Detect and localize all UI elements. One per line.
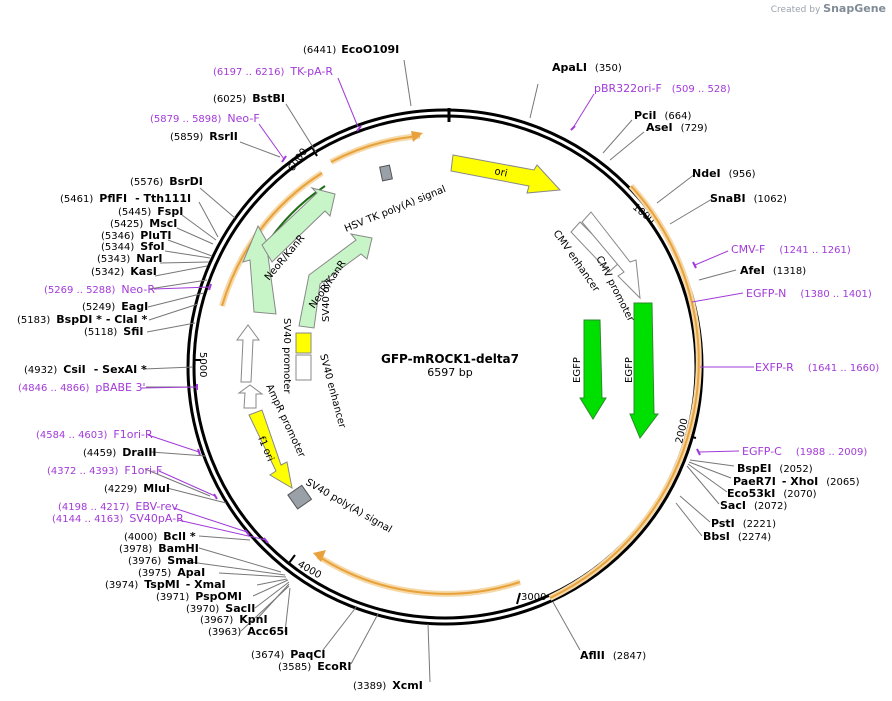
primer-marks bbox=[196, 125, 701, 544]
site-apali: ApaLI(350) bbox=[552, 61, 622, 74]
orf-arc-bottom-arrowhead bbox=[313, 550, 326, 562]
site-leader-lines bbox=[143, 59, 737, 683]
plasmid-name: GFP-mROCK1-delta7 bbox=[381, 352, 519, 366]
credit-brand: SnapGene bbox=[823, 2, 886, 15]
site-csii: (4932)CsiI- SexAI * bbox=[24, 363, 147, 376]
site-pflfi: (5461)PflFI- Tth111I bbox=[60, 192, 191, 205]
site-xcmi: (3389)XcmI bbox=[353, 679, 423, 692]
site-ecori: (3585)EcoRI bbox=[278, 660, 351, 673]
site-bspdi: (5183)BspDI *- ClaI * bbox=[17, 313, 147, 326]
site-kpni: (3967)KpnI bbox=[200, 613, 268, 626]
orf-arc-top bbox=[329, 133, 421, 165]
sv40-enhancer-box bbox=[295, 354, 312, 381]
cmv-promoter-arrow bbox=[581, 211, 641, 300]
site-snabi: SnaBI(1062) bbox=[710, 192, 787, 205]
credit-prefix: Created by bbox=[770, 5, 821, 15]
sv40-ori-label: SV40 ori bbox=[321, 280, 332, 322]
ori-label: ori bbox=[493, 166, 508, 179]
site-draiii: (4459)DraIII bbox=[83, 446, 157, 459]
snapgene-credit: Created by SnapGene bbox=[771, 2, 886, 15]
egfp-arrow-inner bbox=[579, 319, 607, 420]
hsv-tk-polya-box bbox=[379, 164, 393, 182]
tick-3000: 3000 bbox=[521, 592, 546, 603]
primer-sv40pa-r: (4144 .. 4163)SV40pA-R bbox=[52, 512, 184, 525]
site-fspi: (5445)FspI bbox=[118, 205, 183, 218]
tick-5000: 5000 bbox=[197, 352, 208, 377]
site-pspomi: (3971)PspOMI bbox=[156, 590, 242, 603]
site-bbsi: BbsI(2274) bbox=[703, 530, 771, 543]
ori-arrow bbox=[450, 154, 562, 194]
primer-ebv-rev: (4198 .. 4217)EBV-rev bbox=[58, 500, 178, 513]
site-bspei: BspEI(2052) bbox=[737, 462, 813, 475]
site-bcli: (4000)BclI * bbox=[124, 530, 196, 543]
site-bstbi: (6025)BstBI bbox=[213, 92, 285, 105]
primer-f1ori-r: (4584 .. 4603)F1ori-R bbox=[36, 428, 153, 441]
site-paer7i: PaeR7I- XhoI(2065) bbox=[733, 475, 860, 488]
site-mlui: (4229)MluI bbox=[104, 482, 170, 495]
site-bamhi: (3978)BamHI bbox=[119, 542, 199, 555]
site-psti: PstI(2221) bbox=[711, 517, 776, 530]
primer-f1ori-f: (4372 .. 4393)F1ori-F bbox=[47, 464, 162, 477]
egfp-arrow-outer bbox=[629, 302, 659, 439]
sv40-promoter-arrow bbox=[236, 324, 260, 383]
primer-tk-pa-r: (6197 .. 6216)TK-pA-R bbox=[213, 65, 333, 78]
site-apai: (3975)ApaI bbox=[138, 566, 205, 579]
primer-egfp-c: EGFP-C(1988 .. 2009) bbox=[742, 445, 867, 458]
egfp-label-outer: EGFP bbox=[624, 357, 635, 383]
site-asei: AseI(729) bbox=[646, 121, 708, 134]
site-rsrii: (5859)RsrII bbox=[170, 130, 238, 143]
site-acc65i: (3963)Acc65I bbox=[208, 625, 288, 638]
site-msci: (5425)MscI bbox=[110, 217, 177, 230]
primer-exfp-r: EXFP-R(1641 .. 1660) bbox=[755, 361, 879, 374]
primer-egfp-n: EGFP-N(1380 .. 1401) bbox=[746, 287, 872, 300]
orf-arc-bottom bbox=[316, 553, 521, 597]
site-afliii: AflII(2847) bbox=[580, 649, 646, 662]
primer-leader-lines bbox=[140, 77, 754, 541]
ampr-promoter-arrow bbox=[237, 384, 264, 409]
egfp-label-inner: EGFP bbox=[572, 357, 583, 383]
primer-pbabe3: (4846 .. 4866)pBABE 3' bbox=[18, 381, 146, 394]
primer-neo-r: (5269 .. 5288)Neo-R bbox=[44, 283, 155, 296]
site-tspmi: (3974)TspMI- XmaI bbox=[105, 578, 226, 591]
primer-pbr322ori-f: pBR322ori-F(509 .. 528) bbox=[594, 82, 731, 95]
site-ecoo109i: (6441)EcoO109I bbox=[303, 43, 399, 56]
site-plutI: (5346)PluTI bbox=[101, 229, 172, 242]
sv40-polya-box bbox=[287, 484, 313, 510]
orf-arc-right-core bbox=[549, 185, 700, 599]
hsv-tk-polya-label: HSV TK poly(A) signal bbox=[343, 184, 448, 235]
sv40-enhancer-label: SV40 enhancer bbox=[317, 353, 348, 430]
site-afei: AfeI(1318) bbox=[740, 264, 806, 277]
site-sfii: (5118)SfiI bbox=[84, 325, 143, 338]
site-pcii: PciI(664) bbox=[634, 109, 691, 122]
site-sacii: (3970)SacII bbox=[186, 602, 255, 615]
site-paqci: (3674)PaqCI bbox=[251, 648, 326, 661]
orf-arc-top-arrowhead bbox=[411, 131, 423, 142]
primer-neo-f: (5879 .. 5898)Neo-F bbox=[150, 112, 260, 125]
orf-arc-bottom-core bbox=[317, 555, 521, 595]
site-nari: (5343)NarI bbox=[97, 252, 162, 265]
sv40-promoter-label-outer: SV40 promoter bbox=[281, 318, 292, 394]
sv40-polya-label: SV40 poly(A) signal bbox=[304, 477, 394, 535]
site-kasi: (5342)KasI bbox=[91, 265, 157, 278]
sv40-ori-box bbox=[295, 332, 312, 354]
site-smai: (3976)SmaI bbox=[128, 554, 198, 567]
site-ndei: NdeI(956) bbox=[692, 167, 756, 180]
neor-arrow-outer-top bbox=[261, 187, 336, 263]
neor-arrow-inner bbox=[298, 233, 373, 329]
f1-ori-arrow bbox=[248, 409, 293, 489]
primer-cmv-f: CMV-F(1241 .. 1261) bbox=[731, 243, 851, 256]
site-saci: SacI(2072) bbox=[720, 499, 787, 512]
site-eagi: (5249)EagI bbox=[82, 300, 148, 313]
plasmid-length: 6597 bp bbox=[427, 366, 472, 379]
site-bsrdi: (5576)BsrDI bbox=[130, 175, 203, 188]
site-eco53ki: Eco53kI(2070) bbox=[727, 487, 817, 500]
site-sfoi: (5344)SfoI bbox=[101, 240, 165, 253]
